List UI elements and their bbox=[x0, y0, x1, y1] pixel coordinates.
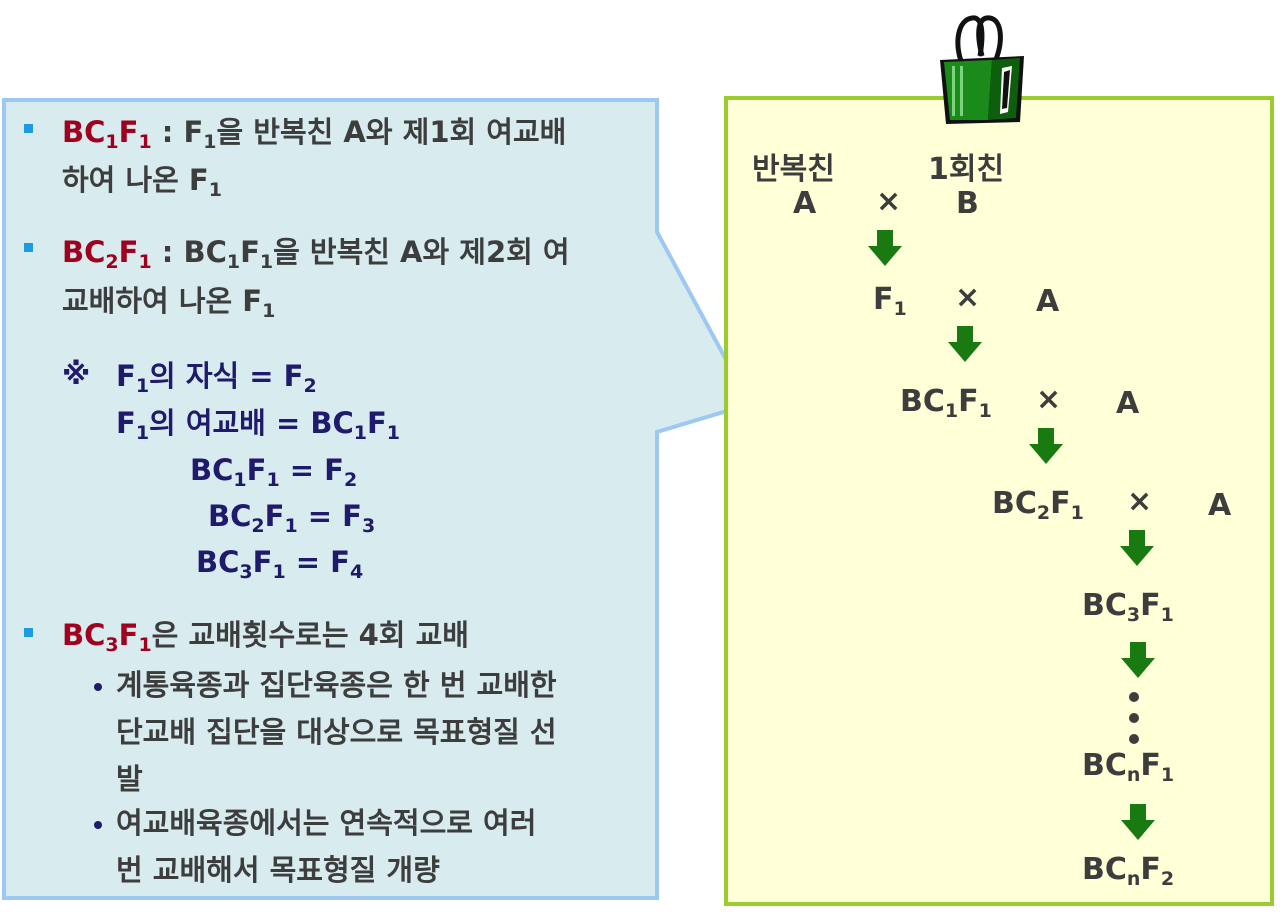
bc3f1-generation: BC3F1 bbox=[1082, 588, 1174, 626]
backcross-scheme-box bbox=[724, 96, 1274, 906]
bullet-bc1f1-line2: 하여 나온 F1 bbox=[62, 163, 222, 201]
sub-bullet-1-line2: 단교배 집단을 대상으로 목표형질 선 bbox=[116, 715, 557, 749]
note-line-5: BC3F1 = F4 bbox=[196, 545, 364, 583]
sub-bullet-dot-icon bbox=[94, 821, 102, 829]
note-mark: ※ bbox=[62, 357, 91, 391]
parent-a: A bbox=[1116, 386, 1140, 421]
down-arrow-icon bbox=[1121, 804, 1155, 840]
down-arrow-icon bbox=[1029, 428, 1063, 464]
sub-bullet-1-line1: 계통육종과 집단육종은 한 번 교배한 bbox=[116, 668, 557, 702]
bullet-bc2f1: BC2F1 : BC1F1을 반복친 A와 제2회 여 bbox=[62, 235, 570, 273]
note-line-2: F1의 여교배 = BC1F1 bbox=[116, 406, 401, 444]
ellipsis-dot bbox=[1129, 692, 1139, 702]
first-parent-label: 1회친 bbox=[928, 152, 1005, 187]
parent-a: A bbox=[1208, 488, 1232, 523]
note-line-4: BC2F1 = F3 bbox=[208, 499, 376, 537]
note-line-3: BC1F1 = F2 bbox=[190, 453, 358, 491]
sub-bullet-1-line3: 발 bbox=[116, 762, 143, 796]
bcnf2-generation: BCnF2 bbox=[1082, 852, 1175, 890]
explanation-panel: BC1F1 : F1을 반복친 A와 제1회 여교배 하여 나온 F1 BC2F… bbox=[24, 115, 570, 887]
recurrent-parent-label: 반복친 bbox=[752, 152, 835, 187]
down-arrow-icon bbox=[948, 326, 982, 362]
parent-a: A bbox=[1036, 284, 1060, 319]
down-arrow-icon bbox=[1120, 530, 1154, 566]
bcnf1-generation: BCnF1 bbox=[1082, 748, 1175, 786]
down-arrow-icon bbox=[868, 230, 902, 266]
bullet-bc3f1: BC3F1은 교배횟수로는 4회 교배 bbox=[62, 618, 469, 656]
sub-bullet-dot-icon bbox=[94, 683, 102, 691]
bullet-square-icon bbox=[24, 628, 33, 637]
cross-symbol: × bbox=[1127, 484, 1153, 519]
parent-a: A bbox=[793, 186, 817, 221]
sub-bullet-2-line1: 여교배육종에서는 연속적으로 여러 bbox=[116, 806, 537, 840]
f1-generation: F1 bbox=[873, 282, 907, 320]
ellipsis-dot bbox=[1129, 713, 1139, 723]
bullet-square-icon bbox=[24, 124, 33, 133]
bullet-bc1f1: BC1F1 : F1을 반복친 A와 제1회 여교배 bbox=[62, 115, 567, 153]
down-arrow-icon bbox=[1121, 642, 1155, 678]
binder-clip-icon bbox=[940, 15, 1024, 124]
bc2f1-generation: BC2F1 bbox=[992, 486, 1084, 524]
ellipsis-dot bbox=[1129, 734, 1139, 744]
bullet-square-icon bbox=[24, 243, 33, 252]
parent-b: B bbox=[956, 186, 979, 221]
bullet-bc2f1-line2: 교배하여 나온 F1 bbox=[62, 284, 276, 322]
sub-bullet-2-line2: 번 교배해서 목표형질 개량 bbox=[116, 853, 440, 887]
note-line-1: F1의 자식 = F2 bbox=[116, 359, 317, 397]
cross-symbol: × bbox=[876, 184, 902, 219]
bc1f1-generation: BC1F1 bbox=[900, 384, 992, 422]
cross-symbol: × bbox=[1036, 382, 1062, 417]
cross-symbol: × bbox=[955, 280, 981, 315]
